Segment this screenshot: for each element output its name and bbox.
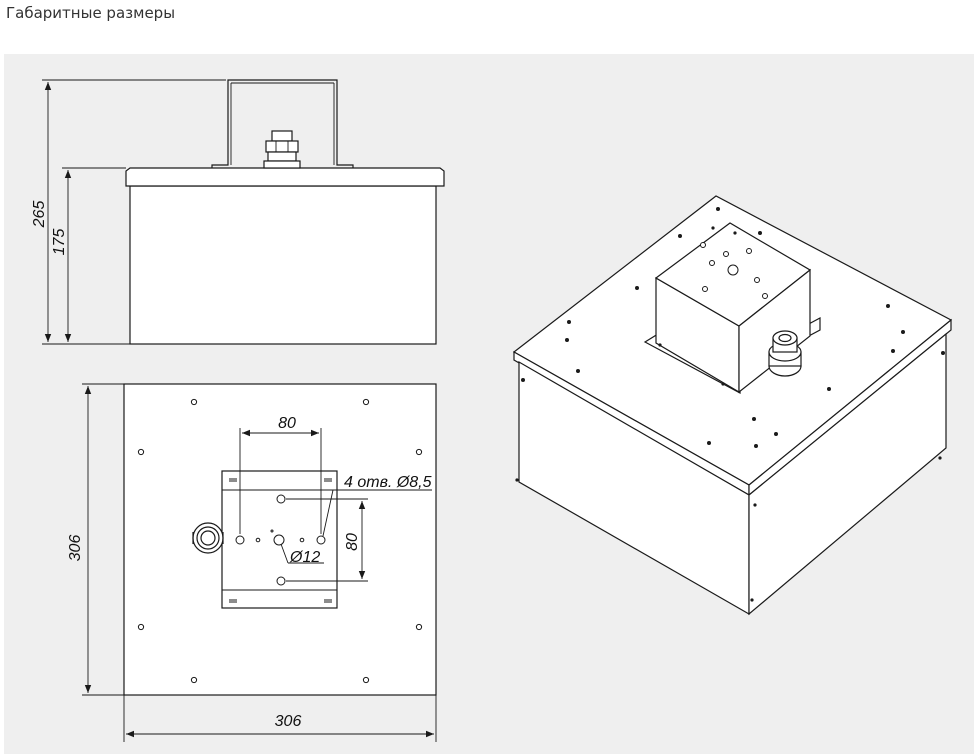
top-view: 80 80 4 отв. Ø8,5 Ø12 306 306: [67, 383, 437, 742]
iso-box-right-face: [748, 332, 947, 616]
dim-bracket-spacing-h: 80: [278, 415, 296, 432]
front-bracket: [211, 79, 354, 168]
page-title: Габаритные размеры: [6, 4, 176, 22]
front-view: 265 175: [31, 79, 445, 345]
bracket-hole-right: [316, 535, 326, 545]
bracket-hole-top: [276, 494, 286, 504]
bracket-hole-left: [235, 535, 245, 545]
dim-total-height: 265: [31, 201, 48, 229]
top-cable-gland: [192, 522, 224, 554]
bracket-hole-bottom: [276, 576, 286, 586]
iso-lid-holes: [515, 207, 945, 602]
dim-body-height: 175: [51, 229, 68, 256]
center-hole: [273, 534, 285, 546]
note-4-holes: 4 отв. Ø8,5: [344, 474, 432, 491]
front-lid: [125, 167, 445, 187]
front-body: [129, 185, 437, 345]
front-cable-gland: [263, 130, 301, 169]
iso-cable-gland: [768, 330, 802, 377]
dim-plate-height: 306: [67, 535, 84, 562]
perimeter-holes: [137, 398, 423, 684]
iso-bracket: [643, 222, 821, 395]
isometric-view: [512, 195, 953, 616]
dim-bracket-spacing-v: 80: [344, 533, 361, 551]
dim-plate-width: 306: [275, 713, 302, 730]
note-center-hole: Ø12: [289, 549, 320, 566]
